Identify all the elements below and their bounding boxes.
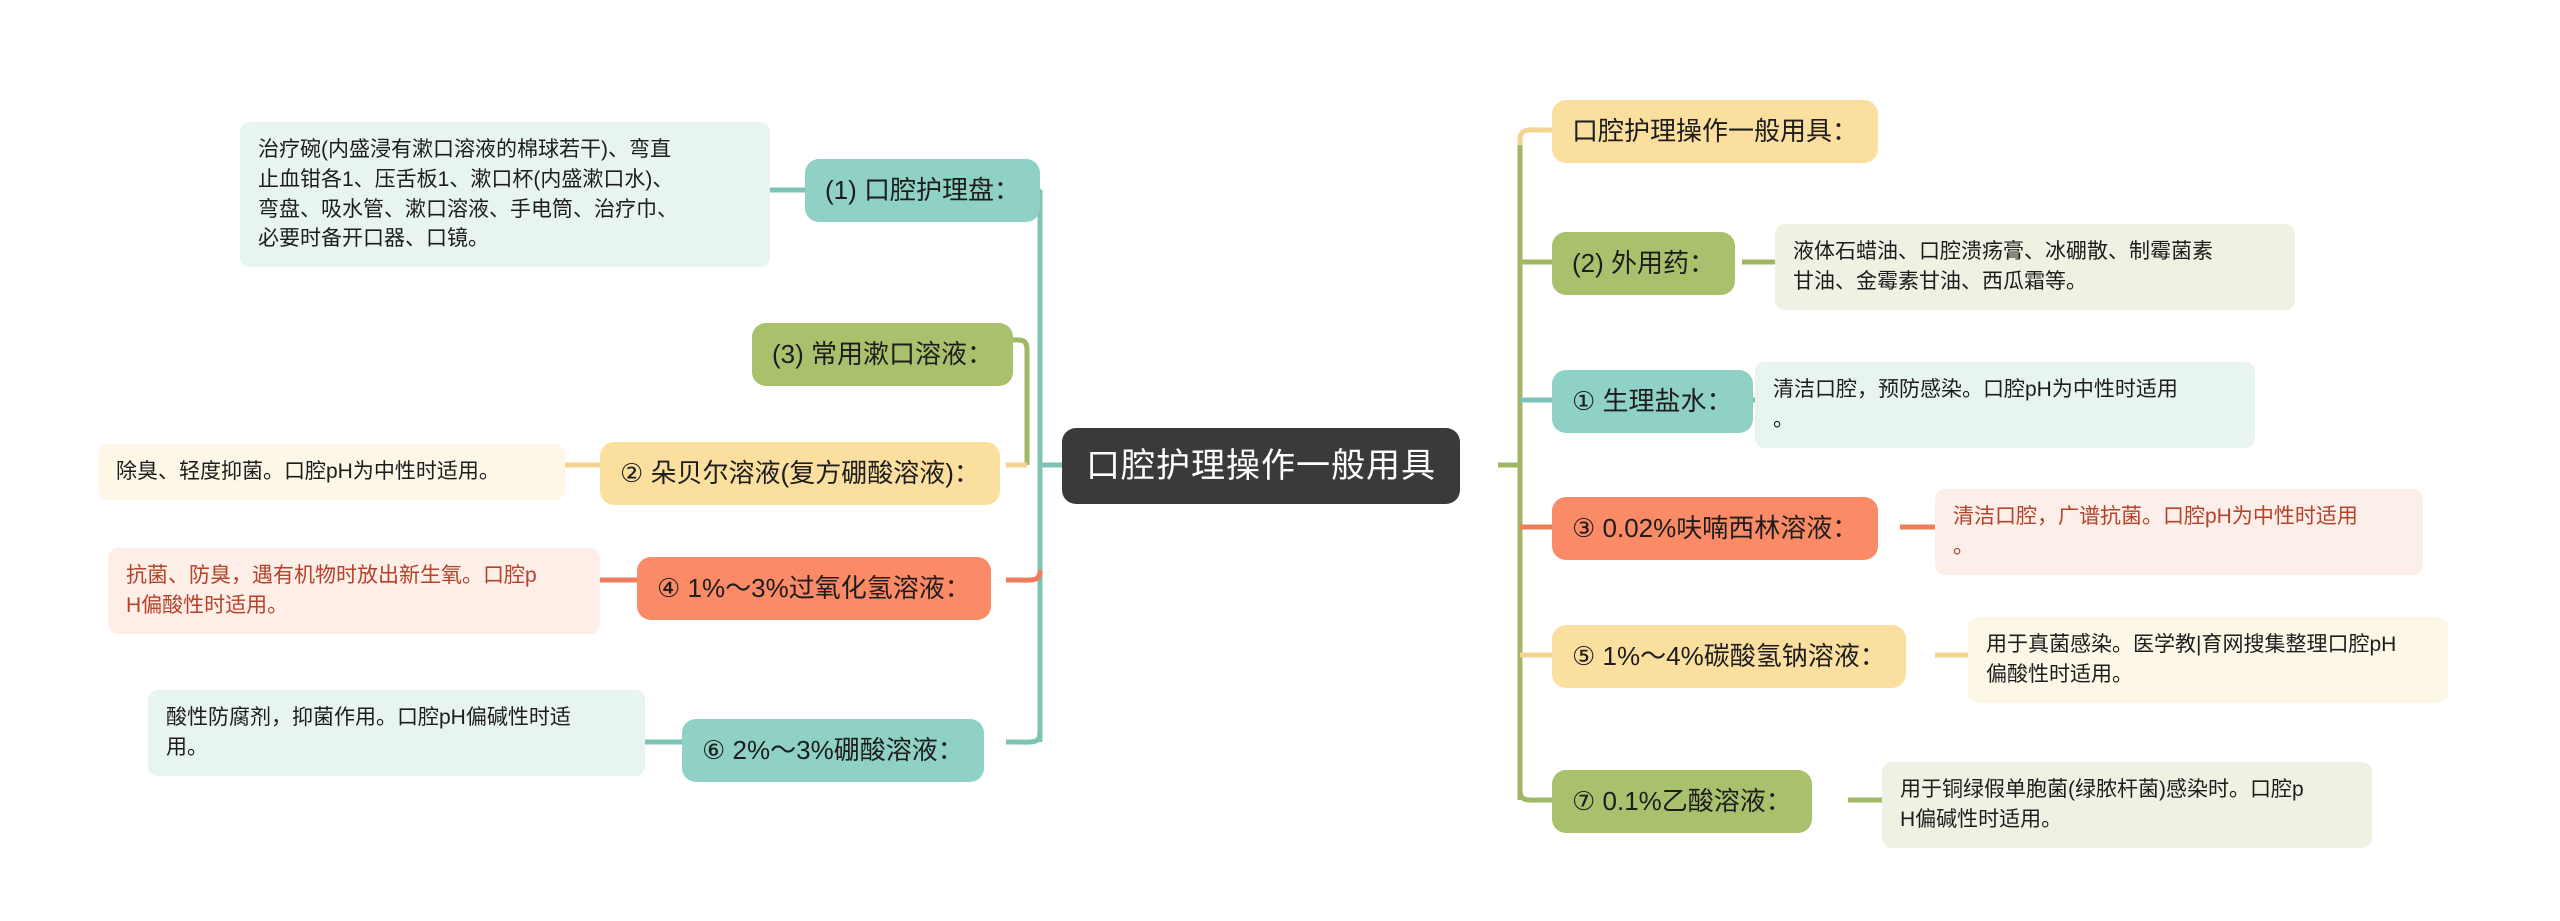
detail-acetic-acid[interactable]: 用于铜绿假单胞菌(绿脓杆菌)感染时。口腔p H偏碱性时适用。: [1882, 762, 2372, 848]
topic-dobell-solution[interactable]: ② 朵贝尔溶液(复方硼酸溶液)：: [600, 442, 1000, 505]
detail-hydrogen-peroxide-text: 抗菌、防臭，遇有机物时放出新生氧。口腔p H偏酸性时适用。: [126, 564, 537, 617]
topic-oral-care-tray[interactable]: (1) 口腔护理盘：: [805, 159, 1041, 222]
topic-normal-saline[interactable]: ① 生理盐水：: [1552, 370, 1753, 433]
detail-hydrogen-peroxide[interactable]: 抗菌、防臭，遇有机物时放出新生氧。口腔p H偏酸性时适用。: [108, 548, 600, 634]
detail-furacilin-text: 清洁口腔，广谱抗菌。口腔pH为中性时适用 。: [1953, 505, 2358, 558]
detail-external-medicine[interactable]: 液体石蜡油、口腔溃疡膏、冰硼散、制霉菌素 甘油、金霉素甘油、西瓜霜等。: [1775, 224, 2295, 310]
topic-boric-acid-label: ⑥ 2%～3%硼酸溶液：: [702, 735, 964, 765]
topic-acetic-acid[interactable]: ⑦ 0.1%乙酸溶液：: [1552, 770, 1812, 833]
topic-acetic-acid-label: ⑦ 0.1%乙酸溶液：: [1572, 786, 1792, 816]
detail-boric-acid-text: 酸性防腐剂，抑菌作用。口腔pH偏碱性时适 用。: [166, 706, 571, 759]
topic-hydrogen-peroxide[interactable]: ④ 1%～3%过氧化氢溶液：: [637, 557, 991, 620]
topic-oral-care-tray-label: (1) 口腔护理盘：: [825, 175, 1021, 205]
topic-sodium-bicarbonate[interactable]: ⑤ 1%～4%碳酸氢钠溶液：: [1552, 625, 1906, 688]
detail-boric-acid[interactable]: 酸性防腐剂，抑菌作用。口腔pH偏碱性时适 用。: [148, 690, 645, 776]
detail-sodium-bicarbonate[interactable]: 用于真菌感染。医学教|育网搜集整理口腔pH 偏酸性时适用。: [1968, 617, 2448, 703]
topic-hydrogen-peroxide-label: ④ 1%～3%过氧化氢溶液：: [657, 573, 971, 603]
topic-dobell-solution-label: ② 朵贝尔溶液(复方硼酸溶液)：: [620, 458, 980, 488]
detail-sodium-bicarbonate-text: 用于真菌感染。医学教|育网搜集整理口腔pH 偏酸性时适用。: [1986, 633, 2397, 686]
detail-dobell-solution-text: 除臭、轻度抑菌。口腔pH为中性时适用。: [116, 460, 500, 483]
root-node[interactable]: 口腔护理操作一般用具: [1062, 428, 1460, 505]
detail-normal-saline[interactable]: 清洁口腔，预防感染。口腔pH为中性时适用 。: [1755, 362, 2255, 448]
topic-normal-saline-label: ① 生理盐水：: [1572, 386, 1733, 416]
topic-common-mouthwash[interactable]: (3) 常用漱口溶液：: [752, 323, 1014, 386]
topic-general-tools[interactable]: 口腔护理操作一般用具：: [1552, 100, 1879, 163]
detail-oral-care-tray[interactable]: 治疗碗(内盛浸有漱口溶液的棉球若干)、弯直 止血钳各1、压舌板1、漱口杯(内盛漱…: [240, 122, 770, 268]
detail-dobell-solution[interactable]: 除臭、轻度抑菌。口腔pH为中性时适用。: [98, 444, 565, 500]
detail-oral-care-tray-text: 治疗碗(内盛浸有漱口溶液的棉球若干)、弯直 止血钳各1、压舌板1、漱口杯(内盛漱…: [258, 138, 678, 251]
detail-furacilin[interactable]: 清洁口腔，广谱抗菌。口腔pH为中性时适用 。: [1935, 489, 2423, 575]
topic-sodium-bicarbonate-label: ⑤ 1%～4%碳酸氢钠溶液：: [1572, 641, 1886, 671]
topic-external-medicine[interactable]: (2) 外用药：: [1552, 232, 1736, 295]
detail-external-medicine-text: 液体石蜡油、口腔溃疡膏、冰硼散、制霉菌素 甘油、金霉素甘油、西瓜霜等。: [1793, 240, 2213, 293]
detail-normal-saline-text: 清洁口腔，预防感染。口腔pH为中性时适用 。: [1773, 378, 2178, 431]
topic-furacilin-label: ③ 0.02%呋喃西林溶液：: [1572, 513, 1859, 543]
root-label: 口腔护理操作一般用具: [1086, 447, 1436, 485]
topic-common-mouthwash-label: (3) 常用漱口溶液：: [772, 339, 994, 369]
topic-external-medicine-label: (2) 外用药：: [1572, 248, 1716, 278]
topic-general-tools-label: 口腔护理操作一般用具：: [1572, 116, 1859, 146]
topic-furacilin[interactable]: ③ 0.02%呋喃西林溶液：: [1552, 497, 1879, 560]
detail-acetic-acid-text: 用于铜绿假单胞菌(绿脓杆菌)感染时。口腔p H偏碱性时适用。: [1900, 778, 2304, 831]
topic-boric-acid[interactable]: ⑥ 2%～3%硼酸溶液：: [682, 719, 984, 782]
